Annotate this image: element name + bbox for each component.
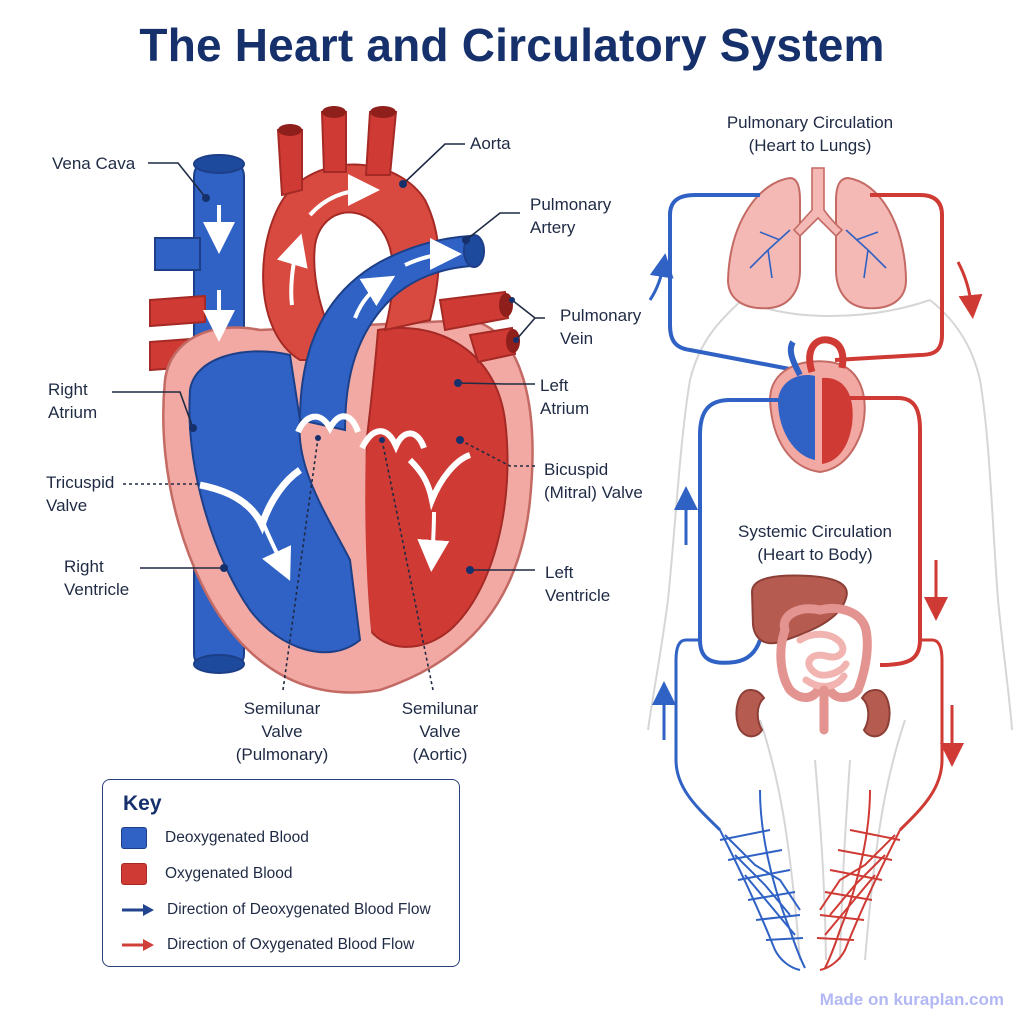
body-circulation — [647, 167, 1013, 971]
leader-lines — [112, 143, 545, 691]
label-right-atrium: Right Atrium — [48, 380, 98, 422]
left-leg-vessels — [719, 789, 806, 971]
label-pulmonary-vein: Pulmonary Vein — [560, 306, 642, 348]
aortic-semilunar-valve — [359, 428, 427, 454]
label-vena-cava: Vena Cava — [52, 154, 136, 173]
mini-aorta — [806, 336, 847, 374]
legend-key: Key Deoxygenated Blood Oxygenated Blood … — [102, 779, 460, 967]
label-tricuspid-valve: Tricuspid Valve — [46, 473, 115, 515]
heart-illustration — [112, 106, 545, 694]
trachea — [792, 167, 844, 238]
watermark-link[interactable]: Made on kuraplan.com — [819, 990, 1004, 1009]
aorta-branch-2-opening — [322, 106, 346, 118]
flow-arrow-right-ventricle — [260, 519, 292, 581]
flow-arrow-aorta-up — [276, 233, 308, 306]
label-aorta: Aorta — [470, 134, 511, 153]
legend-swatch-red — [121, 863, 147, 885]
legend-title: Key — [123, 792, 162, 815]
page-title: The Heart and Circulatory System — [139, 19, 885, 71]
aorta-branch-1 — [276, 129, 303, 197]
systemic-loop-red — [850, 396, 922, 667]
leader-dots — [189, 180, 519, 574]
aorta-branch-3 — [364, 111, 398, 176]
mini-heart-right — [778, 375, 815, 460]
systemic-red-down-vessel — [898, 638, 944, 832]
legend-label: Direction of Oxygenated Blood Flow — [167, 936, 415, 953]
mini-pulmonary-artery — [787, 340, 803, 377]
legend-item-deoxygenated: Deoxygenated Blood — [121, 826, 309, 850]
small-intestine — [796, 630, 850, 690]
pulmonary-vein-right-lower — [468, 326, 517, 364]
arrow-right-icon — [122, 904, 154, 916]
vena-cava-bottom — [193, 654, 245, 674]
label-left-atrium: Left Atrium — [540, 376, 590, 418]
left-lung — [726, 176, 801, 310]
legend-label: Direction of Deoxygenated Blood Flow — [167, 901, 431, 918]
flow-arrow-aorta-arch — [308, 174, 380, 217]
pulmonary-vein-right-lower-opening — [506, 329, 520, 353]
label-left-ventricle: Left Ventricle — [545, 563, 611, 605]
flow-arrow-pulmonary-artery-2 — [404, 238, 462, 271]
label-pulmonary-artery: Pulmonary Artery — [530, 195, 612, 237]
lung-bronchi — [749, 229, 887, 279]
pulmonary-vein-right-upper-opening — [499, 293, 513, 317]
pulmonary-arrow-up — [648, 253, 674, 301]
label-pulmonary-circulation: Pulmonary Circulation (Heart to Lungs) — [726, 113, 894, 155]
septum — [352, 440, 372, 640]
pulmonary-loop-red — [834, 193, 944, 362]
label-bicuspid-valve: Bicuspid (Mitral) Valve — [544, 460, 643, 502]
pulmonary-vein-right-upper — [438, 290, 510, 332]
arrow-right-icon — [122, 939, 154, 951]
pulmonary-arrow-down — [956, 261, 983, 319]
aorta-branch-3-opening — [370, 106, 396, 118]
label-systemic-circulation: Systemic Circulation (Heart to Body) — [738, 522, 892, 564]
label-semilunar-aortic: Semilunar Valve (Aortic) — [401, 699, 479, 764]
pulmonary-semilunar-valve — [295, 413, 361, 435]
legend-label: Deoxygenated Blood — [165, 829, 309, 846]
large-intestine — [776, 603, 872, 702]
legend-item-oxygenated: Oxygenated Blood — [121, 862, 293, 886]
pulmonary-artery-opening — [463, 234, 485, 268]
vena-cava-top — [193, 154, 245, 174]
aorta-branch-1-opening — [278, 124, 302, 136]
right-lung — [835, 176, 908, 310]
pulmonary-vein-left-upper — [149, 294, 206, 328]
legend-label: Oxygenated Blood — [165, 865, 293, 882]
aorta-arch — [262, 163, 440, 361]
legend-item-deoxygenated-flow: Direction of Deoxygenated Blood Flow — [121, 898, 431, 922]
legend-swatch-blue — [121, 827, 147, 849]
label-semilunar-pulmonary: Semilunar Valve (Pulmonary) — [235, 699, 329, 764]
right-kidney — [860, 688, 891, 738]
aorta-branch-2 — [320, 111, 347, 173]
flow-arrow-pulmonary-artery — [353, 275, 396, 319]
legend-item-oxygenated-flow: Direction of Oxygenated Blood Flow — [121, 933, 414, 957]
pulmonary-branch-left — [154, 237, 201, 271]
mini-heart-left — [822, 377, 853, 464]
systemic-loop-blue — [698, 398, 780, 665]
flow-arrow-left-ventricle — [417, 511, 450, 572]
bicuspid-valve-flap — [407, 452, 472, 511]
left-kidney — [735, 688, 766, 738]
systemic-blue-down-vessel — [674, 638, 722, 832]
right-leg-vessels — [816, 789, 901, 971]
label-right-ventricle: Right Ventricle — [64, 557, 130, 599]
